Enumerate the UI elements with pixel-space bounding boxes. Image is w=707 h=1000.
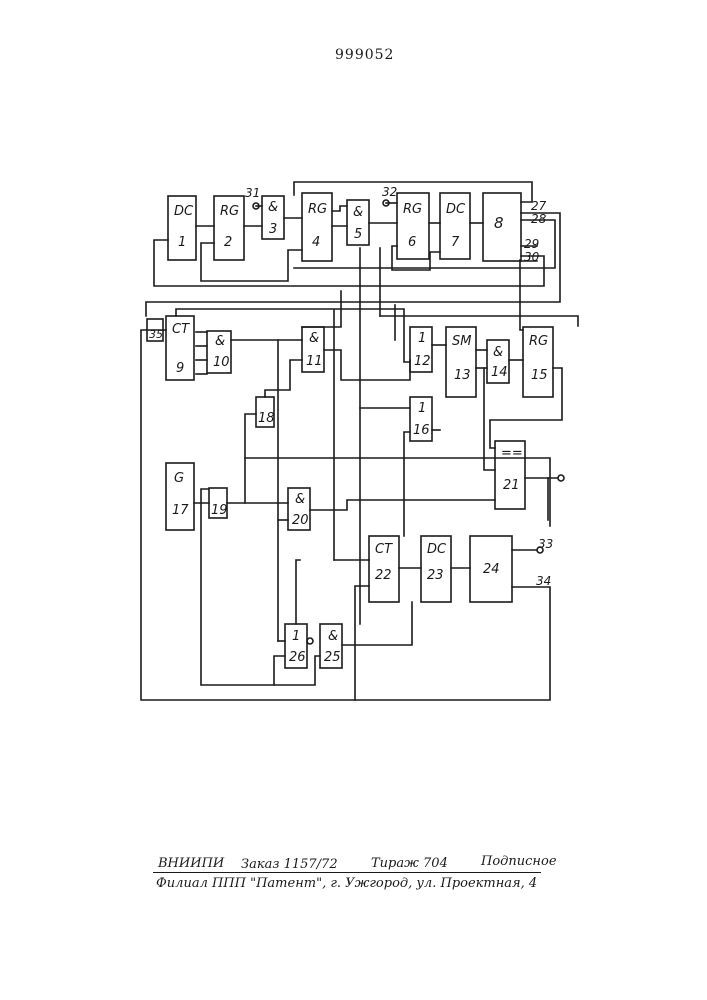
block-22-function-label: CT (375, 542, 393, 557)
block-4-function-label: RG (308, 202, 327, 217)
block-8-number-label: 8 (494, 214, 504, 232)
block-11-function-label: & (309, 331, 319, 346)
block-15-number-label: 15 (531, 368, 548, 383)
terminal-34-label: 34 (536, 574, 551, 588)
footer-type: Подписное (481, 854, 557, 869)
terminal-29-label: 29 (524, 237, 539, 251)
block-1-number-label: 1 (178, 235, 186, 250)
block-19-number-label: 19 (211, 503, 228, 518)
block-10-function-label: & (215, 334, 225, 349)
footer-org: ВНИИПИ (158, 856, 224, 871)
footer-branch: Филиал ППП "Патент", г. Ужгород, ул. Про… (156, 876, 537, 891)
block-2-number-label: 2 (224, 235, 232, 250)
block-21-number-label: 21 (503, 478, 520, 493)
block-4-number-label: 4 (312, 235, 320, 250)
block-25-function-label: & (328, 629, 338, 644)
block-7-function-label: DC (446, 202, 466, 217)
block-7-number-label: 7 (451, 235, 460, 250)
footer-circulation: Тираж 704 (371, 856, 448, 871)
block-26-number-label: 26 (289, 650, 306, 665)
block-16-function-label: 1 (418, 401, 426, 416)
terminal-27-label: 27 (531, 199, 547, 213)
footer-order: Заказ 1157/72 (241, 857, 338, 872)
block-35-number-label: 35 (149, 328, 163, 341)
block-2-function-label: RG (220, 204, 239, 219)
block-18-number-label: 18 (258, 411, 275, 426)
block-17-number-label: 17 (172, 503, 189, 518)
block-5-number-label: 5 (354, 227, 362, 242)
block-20-function-label: & (295, 492, 305, 507)
block-6-number-label: 6 (408, 235, 416, 250)
terminal-31-label: 31 (245, 186, 260, 200)
block-23-function-label: DC (427, 542, 447, 557)
block-14-number-label: 14 (491, 365, 508, 380)
block-12-number-label: 12 (414, 354, 431, 369)
terminal-33-label: 33 (538, 537, 553, 551)
block-21-function-label: == (501, 446, 523, 461)
block-22-number-label: 22 (375, 568, 392, 583)
block-16-number-label: 16 (413, 423, 430, 438)
block-17-function-label: G (174, 471, 184, 486)
block-15-function-label: RG (529, 334, 548, 349)
footer-divider (153, 872, 541, 873)
block-10-number-label: 10 (213, 355, 230, 370)
block-14-function-label: & (493, 345, 503, 360)
terminal-32-label: 32 (382, 185, 397, 199)
block-3-function-label: & (268, 200, 278, 215)
block-11-number-label: 11 (306, 354, 323, 369)
terminal-30-label: 30 (524, 250, 540, 264)
block-labels: DC 1 RG 2 & 3 RG 4 & 5 RG 6 DC 7 8 CT 9 … (149, 200, 548, 665)
block-1-function-label: DC (174, 204, 194, 219)
block-6-function-label: RG (403, 202, 422, 217)
block-3-number-label: 3 (269, 222, 277, 237)
block-12-function-label: 1 (418, 331, 426, 346)
block-5-function-label: & (353, 205, 363, 220)
block-26-function-label: 1 (292, 629, 300, 644)
block-25-number-label: 25 (324, 650, 341, 665)
inverter-bubble (307, 638, 313, 644)
block-9-number-label: 9 (176, 361, 184, 376)
block-9-function-label: CT (172, 322, 190, 337)
terminal-28-label: 28 (531, 212, 547, 226)
block-13-function-label: SM (452, 334, 471, 349)
block-20-number-label: 20 (292, 513, 309, 528)
block-13-number-label: 13 (454, 368, 471, 383)
block-23-number-label: 23 (427, 568, 444, 583)
block-24-number-label: 24 (483, 562, 500, 577)
